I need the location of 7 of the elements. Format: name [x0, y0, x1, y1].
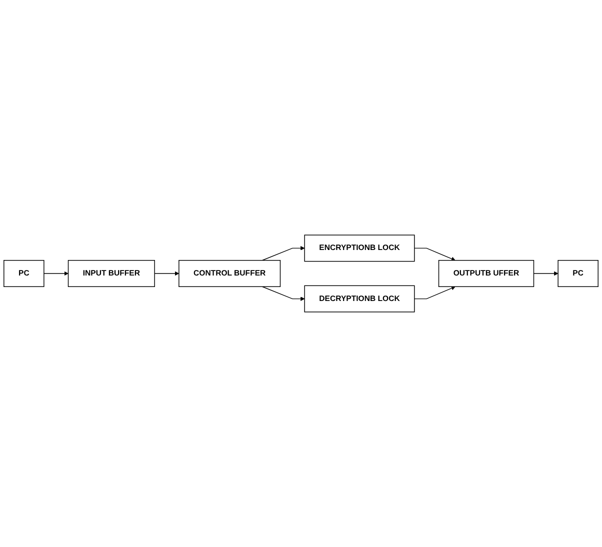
- arrow: [414, 286, 456, 300]
- arrow: [414, 248, 456, 261]
- arrow: [262, 286, 305, 301]
- arrow: [533, 271, 558, 276]
- arrow: [44, 271, 68, 276]
- arrow: [262, 246, 305, 261]
- arrow: [154, 271, 180, 276]
